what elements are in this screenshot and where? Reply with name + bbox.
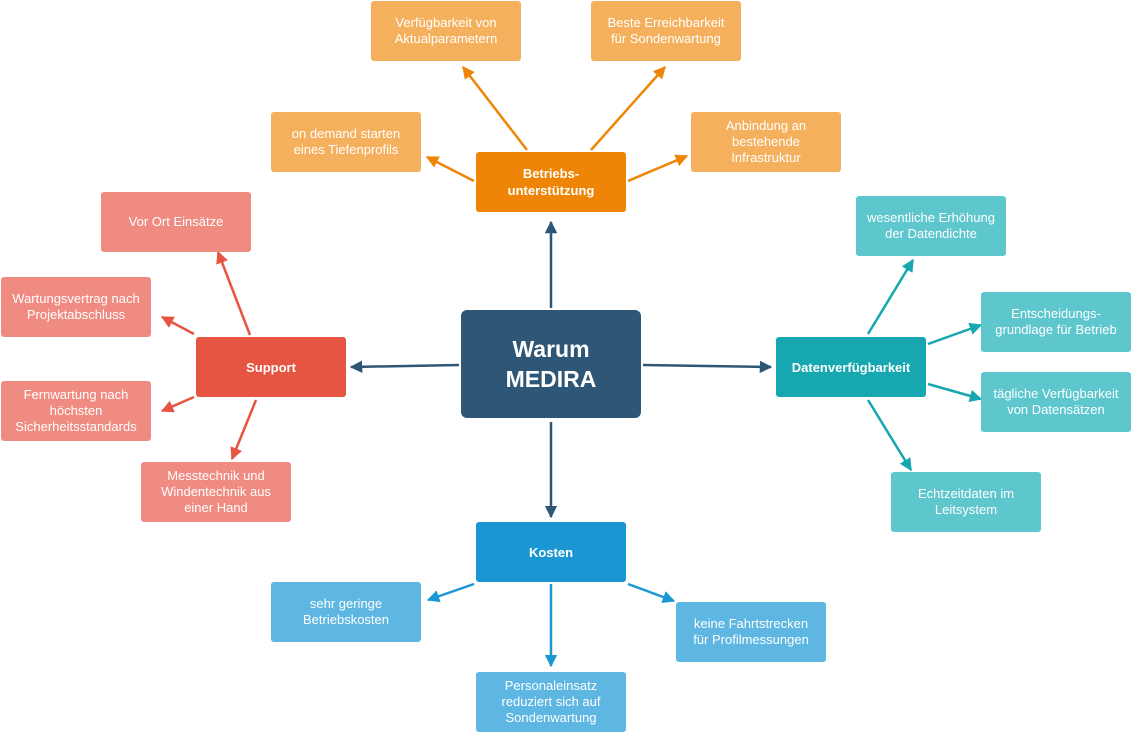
arrow-support-to-fernwartung (160, 395, 195, 413)
arrow-daten-to-echtzeit (866, 399, 913, 472)
arrow-betrieb-to-tiefenprofil (425, 155, 475, 183)
leaf-entscheidungsgrundlage[interactable]: Entscheidungs- grundlage für Betrieb (981, 292, 1131, 352)
arrow-betrieb-to-aktualparameter (462, 66, 528, 151)
leaf-fernwartung[interactable]: Fernwartung nach höchsten Sicherheitssta… (1, 381, 151, 441)
leaf-beste-erreichbarkeit[interactable]: Beste Erreichbarkeit für Sondenwartung (591, 1, 741, 61)
arrow-kosten-to-fahrtstrecken (627, 582, 676, 603)
arrow-betrieb-to-infrastruktur (627, 154, 689, 183)
arrow-support-to-messtechnik (230, 399, 258, 461)
arrow-support-to-wartungsvertrag (160, 315, 195, 336)
arrow-center-to-support (349, 360, 460, 374)
arrow-kosten-to-betriebskosten (426, 582, 475, 603)
arrow-daten-to-taeglich (927, 382, 983, 402)
hub-datenverfuegbarkeit[interactable]: Datenverfügbarkeit (776, 337, 926, 397)
arrow-betrieb-to-erreichbarkeit (590, 66, 666, 151)
leaf-verfuegbarkeit-aktualparameter[interactable]: Verfügbarkeit von Aktualparametern (371, 1, 521, 61)
leaf-echtzeitdaten-leitsystem[interactable]: Echtzeitdaten im Leitsystem (891, 472, 1041, 532)
leaf-messtechnik-windentechnik[interactable]: Messtechnik und Windentechnik aus einer … (141, 462, 291, 522)
leaf-wartungsvertrag[interactable]: Wartungsvertrag nach Projektabschluss (1, 277, 151, 337)
leaf-anbindung-infrastruktur[interactable]: Anbindung an bestehende Infrastruktur (691, 112, 841, 172)
arrow-center-to-daten (642, 360, 773, 374)
arrow-support-to-vor-ort (216, 250, 252, 336)
hub-kosten[interactable]: Kosten (476, 522, 626, 582)
leaf-erhoehung-datendichte[interactable]: wesentliche Erhöhung der Datendichte (856, 196, 1006, 256)
leaf-taegliche-verfuegbarkeit[interactable]: tägliche Verfügbarkeit von Datensätzen (981, 372, 1131, 432)
leaf-on-demand-tiefenprofil[interactable]: on demand starten eines Tiefenprofils (271, 112, 421, 172)
leaf-keine-fahrtstrecken[interactable]: keine Fahrtstrecken für Profilmessungen (676, 602, 826, 662)
hub-betriebsunterstuetzung[interactable]: Betriebs- unterstützung (476, 152, 626, 212)
leaf-geringe-betriebskosten[interactable]: sehr geringe Betriebskosten (271, 582, 421, 642)
arrow-daten-to-datendichte (866, 258, 915, 335)
arrow-daten-to-entscheidung (927, 322, 983, 346)
hub-support[interactable]: Support (196, 337, 346, 397)
leaf-vor-ort-einsaetze[interactable]: Vor Ort Einsätze (101, 192, 251, 252)
leaf-personaleinsatz[interactable]: Personaleinsatz reduziert sich auf Sonde… (476, 672, 626, 732)
center-node-warum-medira[interactable]: Warum MEDIRA (461, 310, 641, 418)
